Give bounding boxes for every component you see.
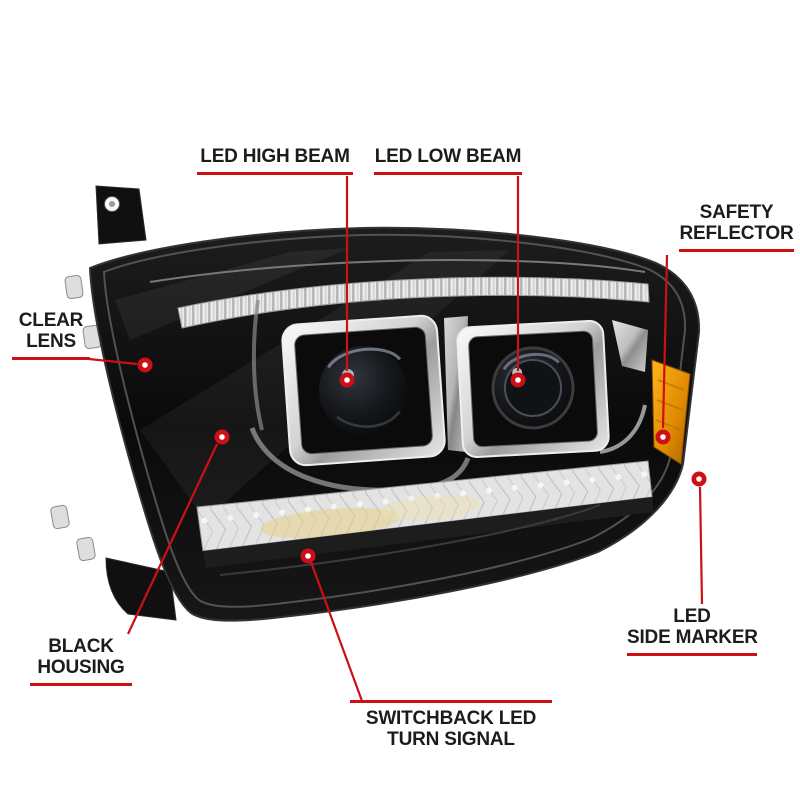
label-black-housing: BLACK HOUSING — [30, 636, 132, 686]
leader-safety-reflector — [661, 254, 669, 429]
label-led-side-marker: LED SIDE MARKER — [627, 606, 758, 656]
label-text-line: LENS — [26, 331, 76, 352]
label-safety-reflector: SAFETY REFLECTOR — [679, 202, 794, 252]
label-text-line: LED HIGH BEAM — [200, 146, 350, 167]
label-text-line: BLACK — [48, 636, 114, 657]
clear-lens-rim — [102, 233, 687, 608]
high-beam-projector — [281, 314, 446, 467]
marker-black-housing — [214, 429, 230, 445]
label-led-low-beam: LED LOW BEAM — [374, 146, 522, 175]
label-switchback-led-turn-signal: SWITCHBACK LED TURN SIGNAL — [350, 700, 552, 750]
lens-reflection — [115, 248, 350, 340]
side-clips — [50, 275, 102, 562]
label-clear-lens: CLEAR LENS — [12, 310, 90, 360]
marker-side-marker — [691, 471, 707, 487]
mounting-tab-top — [95, 185, 147, 245]
right-bracket-trim — [612, 320, 648, 372]
turn-signal-strip — [196, 460, 654, 568]
label-text-line: LED LOW BEAM — [374, 146, 522, 167]
marker-high-beam — [339, 372, 355, 388]
label-text-line: TURN SIGNAL — [387, 729, 515, 750]
leader-side-marker — [698, 486, 704, 605]
housing-reflection — [219, 504, 601, 576]
label-text-line: LED — [673, 606, 711, 627]
leader-turn-signal — [309, 561, 364, 702]
low-beam-projector — [456, 319, 610, 458]
leader-lines — [88, 176, 704, 702]
top-trim — [149, 258, 646, 283]
label-text-line: CLEAR — [18, 310, 84, 331]
label-text-line: SAFETY — [699, 202, 774, 223]
lower-swoosh-trim-right — [599, 404, 647, 454]
left-bracket-trim — [251, 299, 264, 431]
leader-black-housing — [127, 443, 218, 635]
label-led-high-beam: LED HIGH BEAM — [197, 146, 353, 175]
drl-light-bar — [177, 276, 650, 329]
label-text-line: HOUSING — [37, 657, 125, 678]
marker-turn-signal — [300, 548, 316, 564]
label-text-line: SIDE MARKER — [627, 627, 758, 648]
marker-dots — [137, 357, 707, 564]
mounting-tab-bottom — [105, 557, 177, 621]
marker-clear-lens — [137, 357, 153, 373]
marker-safety-reflector — [655, 429, 671, 445]
marker-low-beam — [510, 372, 526, 388]
label-text-line: REFLECTOR — [679, 223, 794, 244]
label-text-line: SWITCHBACK LED — [365, 708, 537, 729]
leader-clear-lens — [88, 357, 138, 366]
